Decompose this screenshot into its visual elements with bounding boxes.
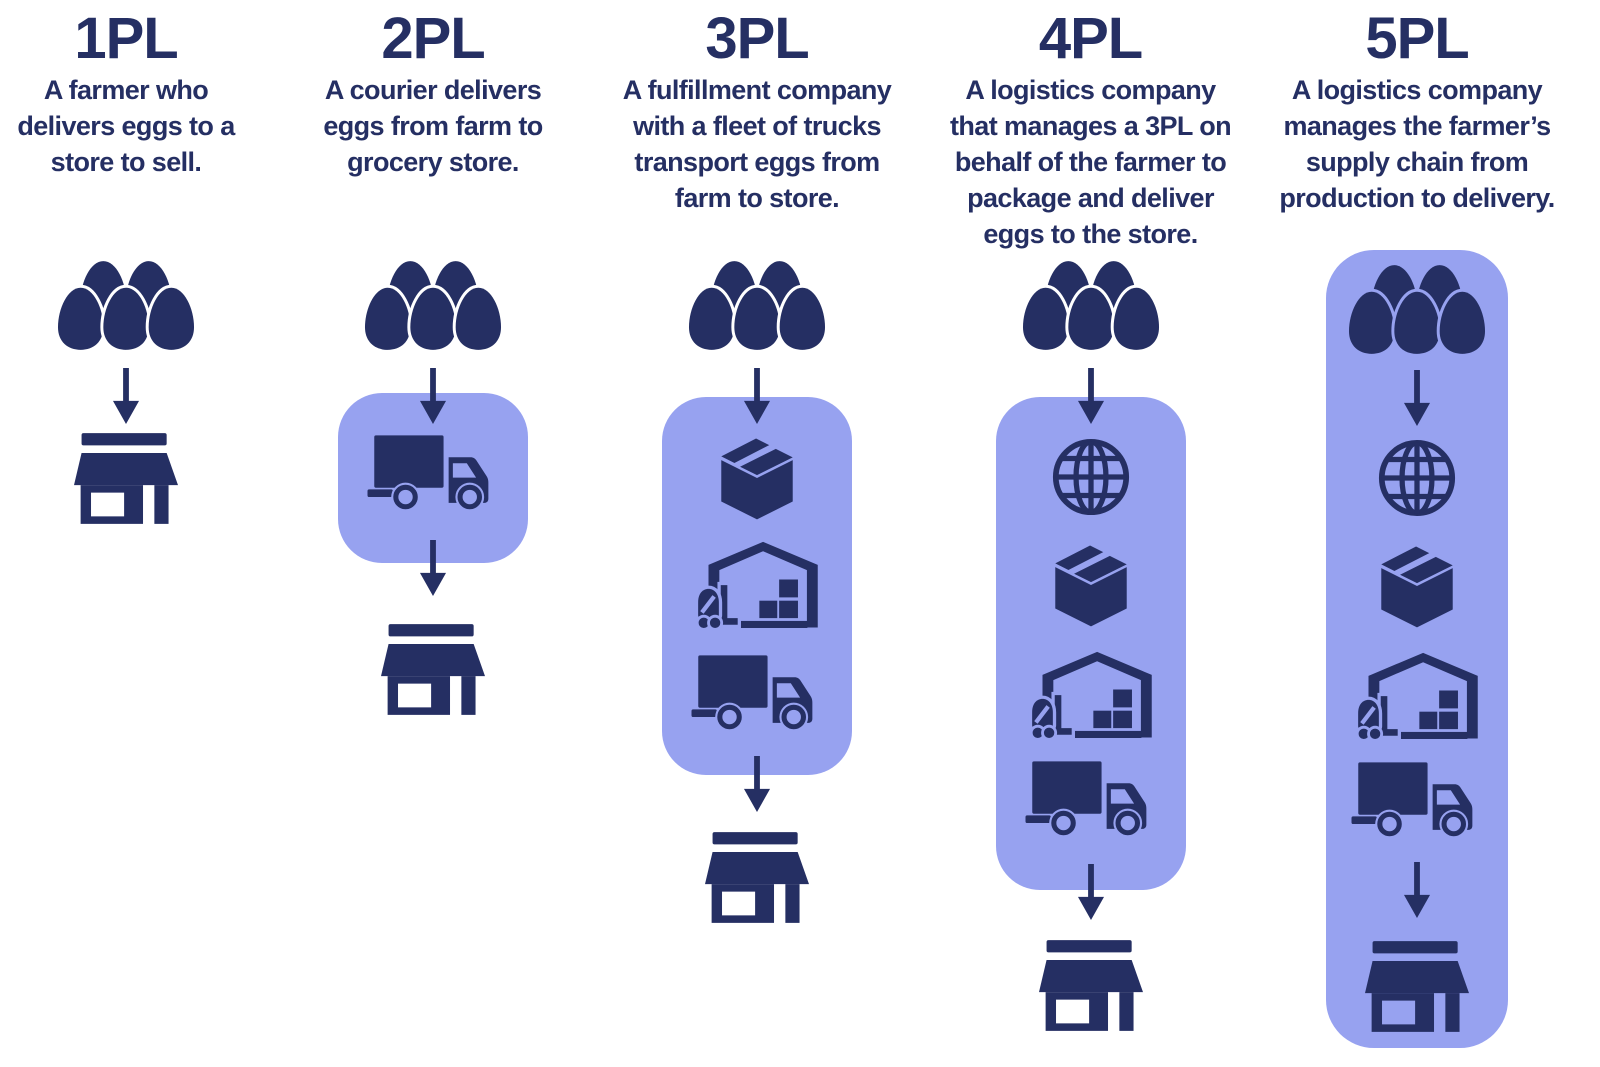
eggs-icon (1348, 262, 1486, 357)
globe-icon (1373, 434, 1461, 522)
arrow-down-icon (1076, 368, 1105, 424)
eggs-icon (1022, 258, 1160, 353)
package-box-icon (1044, 538, 1138, 632)
column-3pl: 3PL A fulfillment company with a fleet o… (596, 0, 918, 1067)
storefront-icon (1039, 940, 1143, 1031)
eggs-icon (364, 258, 502, 353)
package-box-icon (1370, 539, 1464, 633)
delivery-truck-icon (1352, 757, 1483, 842)
column-2pl: 2PL A courier delivers eggs from farm to… (288, 0, 578, 1067)
column-5pl: 5PL A logistics company manages the farm… (1252, 0, 1582, 1067)
storefront-icon (705, 832, 809, 923)
storefront-icon (381, 624, 485, 715)
warehouse-forklift-icon (694, 539, 820, 636)
column-title: 1PL (74, 6, 178, 71)
column-description: A logistics company manages the farmer’s… (1279, 75, 1555, 213)
column-title: 2PL (381, 6, 485, 71)
arrow-down-icon (743, 368, 772, 424)
eggs-icon (688, 258, 826, 353)
arrow-down-icon (743, 756, 772, 812)
arrow-down-icon (112, 368, 141, 424)
column-4pl: 4PL A logistics company that manages a 3… (928, 0, 1253, 1067)
column-description: A courier delivers eggs from farm to gro… (323, 75, 543, 177)
column-1pl: 1PL A farmer who delivers eggs to a stor… (0, 0, 252, 1067)
storefront-icon (74, 433, 178, 524)
warehouse-forklift-icon (1354, 650, 1480, 747)
package-box-icon (710, 431, 804, 525)
warehouse-forklift-icon (1028, 649, 1154, 746)
column-description: A fulfillment company with a fleet of tr… (622, 75, 892, 213)
arrow-down-icon (419, 368, 448, 424)
globe-icon (1047, 433, 1135, 521)
delivery-truck-icon (692, 650, 823, 735)
arrow-down-icon (1403, 862, 1432, 918)
arrow-down-icon (1403, 370, 1432, 426)
delivery-truck-icon (1025, 756, 1156, 841)
arrow-down-icon (1076, 864, 1105, 920)
storefront-icon (1365, 941, 1469, 1032)
delivery-truck-icon (368, 430, 499, 515)
column-title: 3PL (705, 6, 809, 71)
column-description: A farmer who delivers eggs to a store to… (17, 75, 235, 177)
column-title: 4PL (1038, 6, 1143, 71)
column-description: A logistics company that manages a 3PL o… (950, 75, 1232, 249)
arrow-down-icon (419, 540, 448, 596)
eggs-icon (57, 258, 195, 353)
column-title: 5PL (1365, 6, 1469, 71)
